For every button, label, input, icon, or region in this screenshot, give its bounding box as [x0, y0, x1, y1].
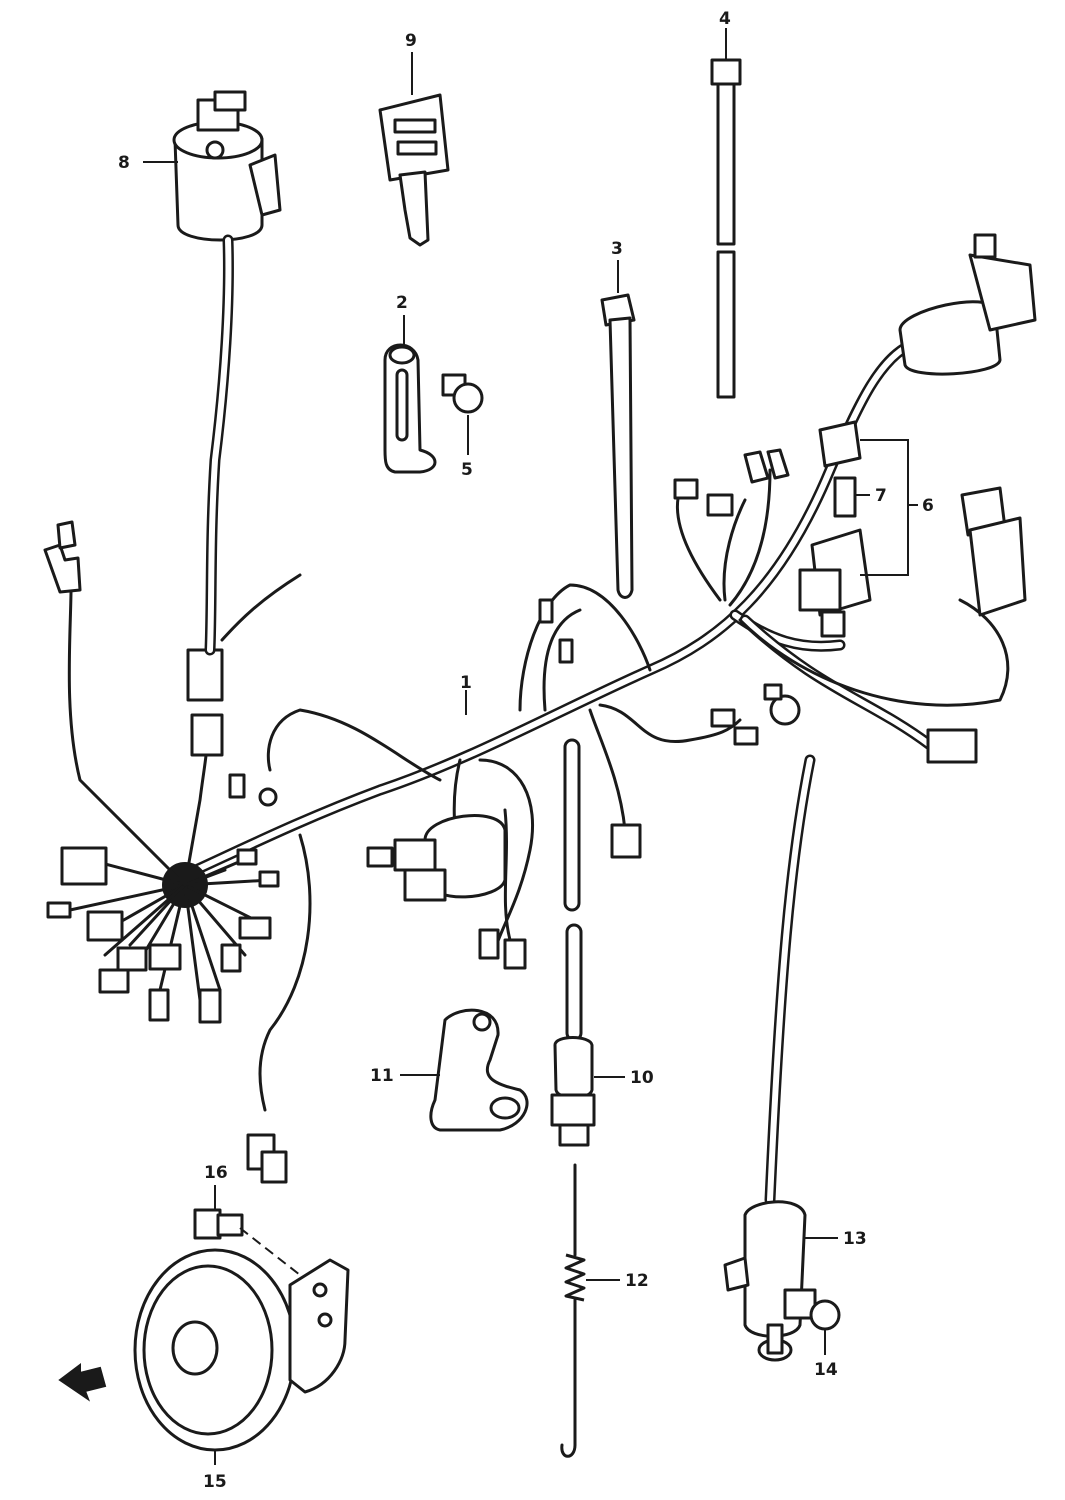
callout-10: 10 [630, 1068, 654, 1088]
callout-2: 2 [396, 293, 408, 313]
callout-12: 12 [625, 1271, 649, 1291]
leader-lines [143, 28, 918, 1465]
callout-9: 9 [405, 31, 417, 51]
harness-junction-bundle [43, 520, 280, 1024]
cable-tie-short [600, 293, 636, 599]
callout-8: 8 [118, 153, 130, 173]
callout-3: 3 [611, 239, 623, 259]
callout-6: 6 [922, 496, 934, 516]
callout-15: 15 [203, 1472, 227, 1492]
wire-clamp [383, 343, 437, 474]
brake-light-switch [550, 738, 596, 1147]
side-stand-switch [723, 754, 816, 1362]
callout-4: 4 [719, 9, 731, 29]
relay-coupler-right [926, 486, 1027, 764]
switch-spring [560, 1163, 586, 1458]
horn-bolt [193, 1208, 301, 1276]
turn-signal-relay [798, 420, 872, 638]
headlight-coupler [898, 233, 1037, 376]
callout-labels: 1 2 3 4 5 6 7 8 9 10 11 12 13 14 15 16 [118, 9, 934, 1492]
arrow-left-icon [58, 1363, 107, 1402]
callout-16: 16 [204, 1163, 228, 1183]
starter-relay [366, 814, 527, 970]
callout-7: 7 [875, 486, 887, 506]
main-wiring-harness [179, 339, 1010, 1112]
ignition-switch [172, 90, 302, 656]
pigtail-connectors [228, 448, 801, 859]
horn [133, 1133, 350, 1452]
callout-11: 11 [370, 1066, 394, 1086]
stand-switch-bolt [783, 1288, 841, 1331]
callout-13: 13 [843, 1229, 867, 1249]
ignition-key [378, 93, 450, 247]
cable-tie-long [710, 58, 742, 399]
clamp-screw [441, 373, 484, 414]
callout-14: 14 [814, 1360, 838, 1380]
switch-bracket [429, 1008, 529, 1132]
callout-1: 1 [460, 673, 472, 693]
callout-5: 5 [461, 460, 473, 480]
